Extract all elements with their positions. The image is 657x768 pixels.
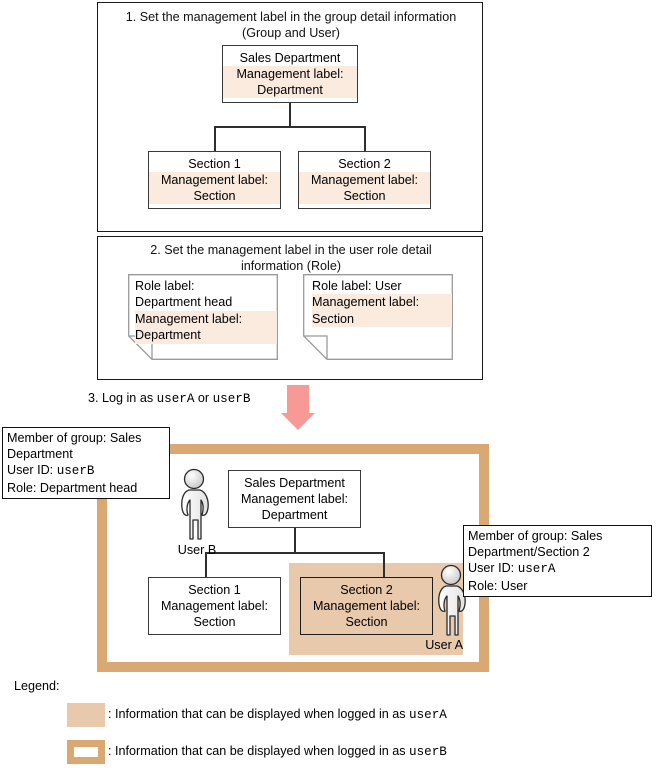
step3-middle: or xyxy=(194,391,213,405)
legend-userb-user: userB xyxy=(409,745,447,759)
user-b-caption: User B xyxy=(177,543,217,557)
step2-title-line2: information (Role) xyxy=(240,258,342,273)
step3-userb: userB xyxy=(212,392,251,406)
scenario-section2-label-value: Section xyxy=(345,615,388,629)
scenario-connector-stem xyxy=(294,528,296,552)
step2-note-1: Role label: Department head Management l… xyxy=(128,274,278,360)
legend-item-userb: : Information that can be displayed when… xyxy=(108,744,447,760)
step1-title-line2: (Group and User) xyxy=(242,25,340,40)
scenario-section1-name: Section 1 xyxy=(188,583,241,597)
down-arrow-icon xyxy=(278,385,322,433)
note2-label-value: Section xyxy=(312,310,452,328)
scenario-connector-right xyxy=(383,552,385,577)
callout-userb-line1: Member of group: Sales xyxy=(7,431,142,445)
step1-connector-right xyxy=(364,126,366,151)
scenario-section1-label-value: Section xyxy=(193,615,236,629)
note2-label-key: Management label: xyxy=(312,294,452,311)
callout-usera-line4: Role: User xyxy=(468,578,528,593)
callout-usera: Member of group: Sales Department/Sectio… xyxy=(463,525,652,597)
step1-section1-label-key: Management label: xyxy=(149,172,280,188)
step1-section1-box: Section 1 Management label: Section xyxy=(148,151,281,209)
user-a-caption: User A xyxy=(425,638,463,652)
callout-userb: Member of group: Sales Department User I… xyxy=(2,427,170,499)
step2-title-line1: 2. Set the management label in the user … xyxy=(150,243,432,257)
scenario-section2-box: Section 2 Management label: Section xyxy=(300,577,433,635)
callout-userb-line4: Role: Department head xyxy=(7,480,138,495)
step2-note-2: Role label: User Management label: Secti… xyxy=(303,274,453,360)
legend-usera-text: : Information that can be displayed when… xyxy=(108,707,410,721)
scenario-section2-label-key: Management label: xyxy=(312,599,421,613)
step3-prefix: 3. Log in as xyxy=(88,391,157,405)
note1-label-value: Department xyxy=(135,327,277,344)
step1-section2-box: Section 2 Management label: Section xyxy=(298,151,431,209)
step1-section2-name: Section 2 xyxy=(338,157,391,171)
legend-item-usera: : Information that can be displayed when… xyxy=(108,707,447,723)
step2-title: 2. Set the management label in the user … xyxy=(98,243,484,274)
scenario-root-label-key: Management label: xyxy=(240,492,349,506)
legend-usera-user: userA xyxy=(409,708,447,722)
legend-userb-text: : Information that can be displayed when… xyxy=(108,744,410,758)
callout-usera-userid-key: User ID: xyxy=(468,561,518,576)
step1-title-line1: 1. Set the management label in the group… xyxy=(125,10,457,24)
callout-usera-line3: User ID: userA xyxy=(468,560,647,577)
legend-swatch-fill xyxy=(67,703,105,727)
step1-connector-bar xyxy=(214,126,366,128)
person-icon xyxy=(181,468,209,540)
step1-section1-label-value: Section xyxy=(149,188,280,204)
user-b-figure xyxy=(173,467,221,547)
scenario-root-label-value: Department xyxy=(261,508,328,522)
user-a-figure xyxy=(430,563,478,643)
step1-connector-left xyxy=(214,126,216,151)
callout-userb-line3: User ID: userB xyxy=(7,462,165,479)
note1-role-line1: Role label: xyxy=(135,279,195,293)
note1-role-line2: Department head xyxy=(135,295,233,310)
step1-section1-name: Section 1 xyxy=(188,157,241,171)
callout-usera-line1: Member of group: Sales xyxy=(468,529,603,543)
step1-title: 1. Set the management label in the group… xyxy=(98,10,484,41)
step3-login-text: 3. Log in as userA or userB xyxy=(88,390,250,407)
callout-userb-userid-key: User ID: xyxy=(7,463,57,478)
step1-root-label-value: Department xyxy=(223,82,357,98)
note2-role-line1: Role label: User xyxy=(312,279,402,293)
callout-userb-line2: Department xyxy=(7,447,73,462)
scenario-section2-name: Section 2 xyxy=(340,583,393,597)
scenario-root-box: Sales Department Management label: Depar… xyxy=(228,470,361,528)
callout-usera-userid-value: userA xyxy=(517,562,556,577)
scenario-section1-label-key: Management label: xyxy=(160,599,269,613)
usera-visibility-region xyxy=(289,563,463,655)
scenario-section1-box: Section 1 Management label: Section xyxy=(148,577,281,635)
step1-connector-stem xyxy=(289,103,291,126)
step1-root-box: Sales Department Management label: Depar… xyxy=(222,45,358,103)
legend-heading: Legend: xyxy=(14,679,60,693)
scenario-root-name: Sales Department xyxy=(244,476,345,490)
step1-root-label-key: Management label: xyxy=(223,66,357,82)
legend-swatch-border xyxy=(67,740,105,764)
person-icon xyxy=(438,564,466,636)
step1-root-name: Sales Department xyxy=(239,51,341,65)
scenario-connector-bar xyxy=(205,552,385,554)
step1-section2-label-value: Section xyxy=(299,188,430,204)
note1-label-key: Management label: xyxy=(135,310,277,328)
callout-usera-line2: Department/Section 2 xyxy=(468,545,590,560)
step1-section2-label-key: Management label: xyxy=(299,172,430,188)
step3-usera: userA xyxy=(156,392,195,406)
callout-userb-userid-value: userB xyxy=(56,464,95,479)
scenario-connector-left xyxy=(205,552,207,577)
